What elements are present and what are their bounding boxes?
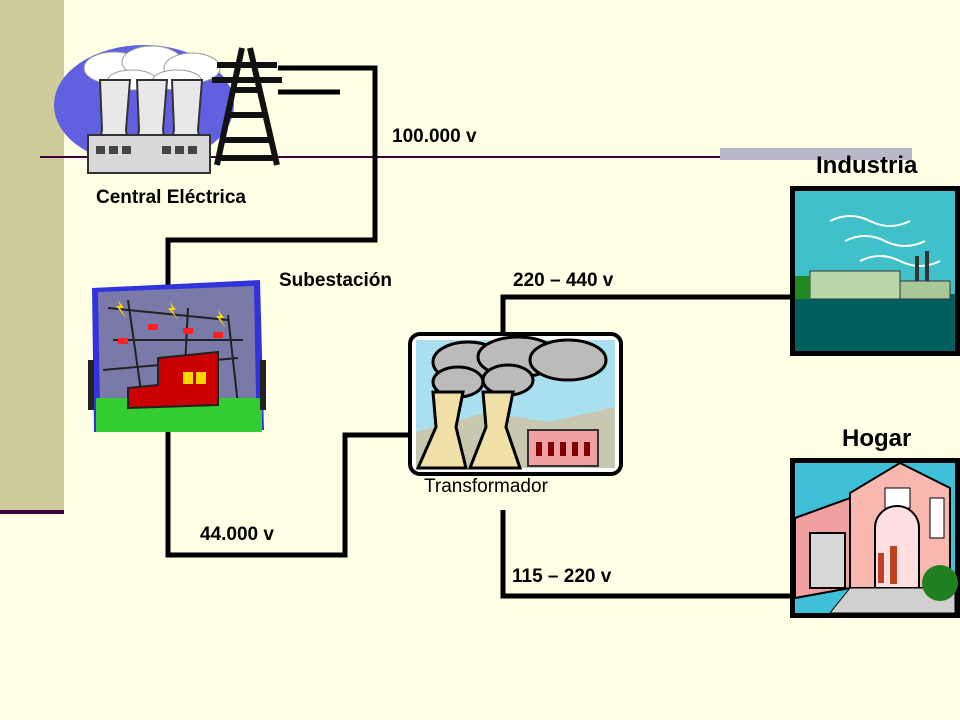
label-subestacion: Subestación: [279, 270, 392, 291]
left-decor-band: [0, 0, 64, 510]
label-central-electrica: Central Eléctrica: [96, 187, 246, 208]
label-industria: Industria: [816, 152, 918, 179]
label-hogar: Hogar: [842, 425, 912, 452]
title-rule-accent: [720, 148, 912, 160]
label-transformador: Transformador: [424, 476, 548, 497]
left-decor-line: [0, 510, 64, 514]
label-voltage-115-220: 115 – 220 v: [512, 566, 612, 587]
transformer-clipart: [408, 332, 623, 476]
wire-substation-to-transformer: [165, 430, 412, 558]
home-clipart: [790, 458, 960, 618]
wire-to-hogar: [500, 510, 795, 599]
wire-to-industria: [500, 294, 795, 335]
substation-clipart: [88, 280, 266, 432]
title-rule: [40, 156, 910, 158]
label-voltage-44000: 44.000 v: [200, 524, 274, 545]
label-voltage-100000: 100.000 v: [392, 126, 477, 147]
industry-clipart: [790, 186, 960, 356]
label-voltage-220-440: 220 – 440 v: [513, 270, 614, 291]
wire-plant-to-substation: [165, 65, 378, 285]
power-plant-clipart: [54, 45, 282, 174]
